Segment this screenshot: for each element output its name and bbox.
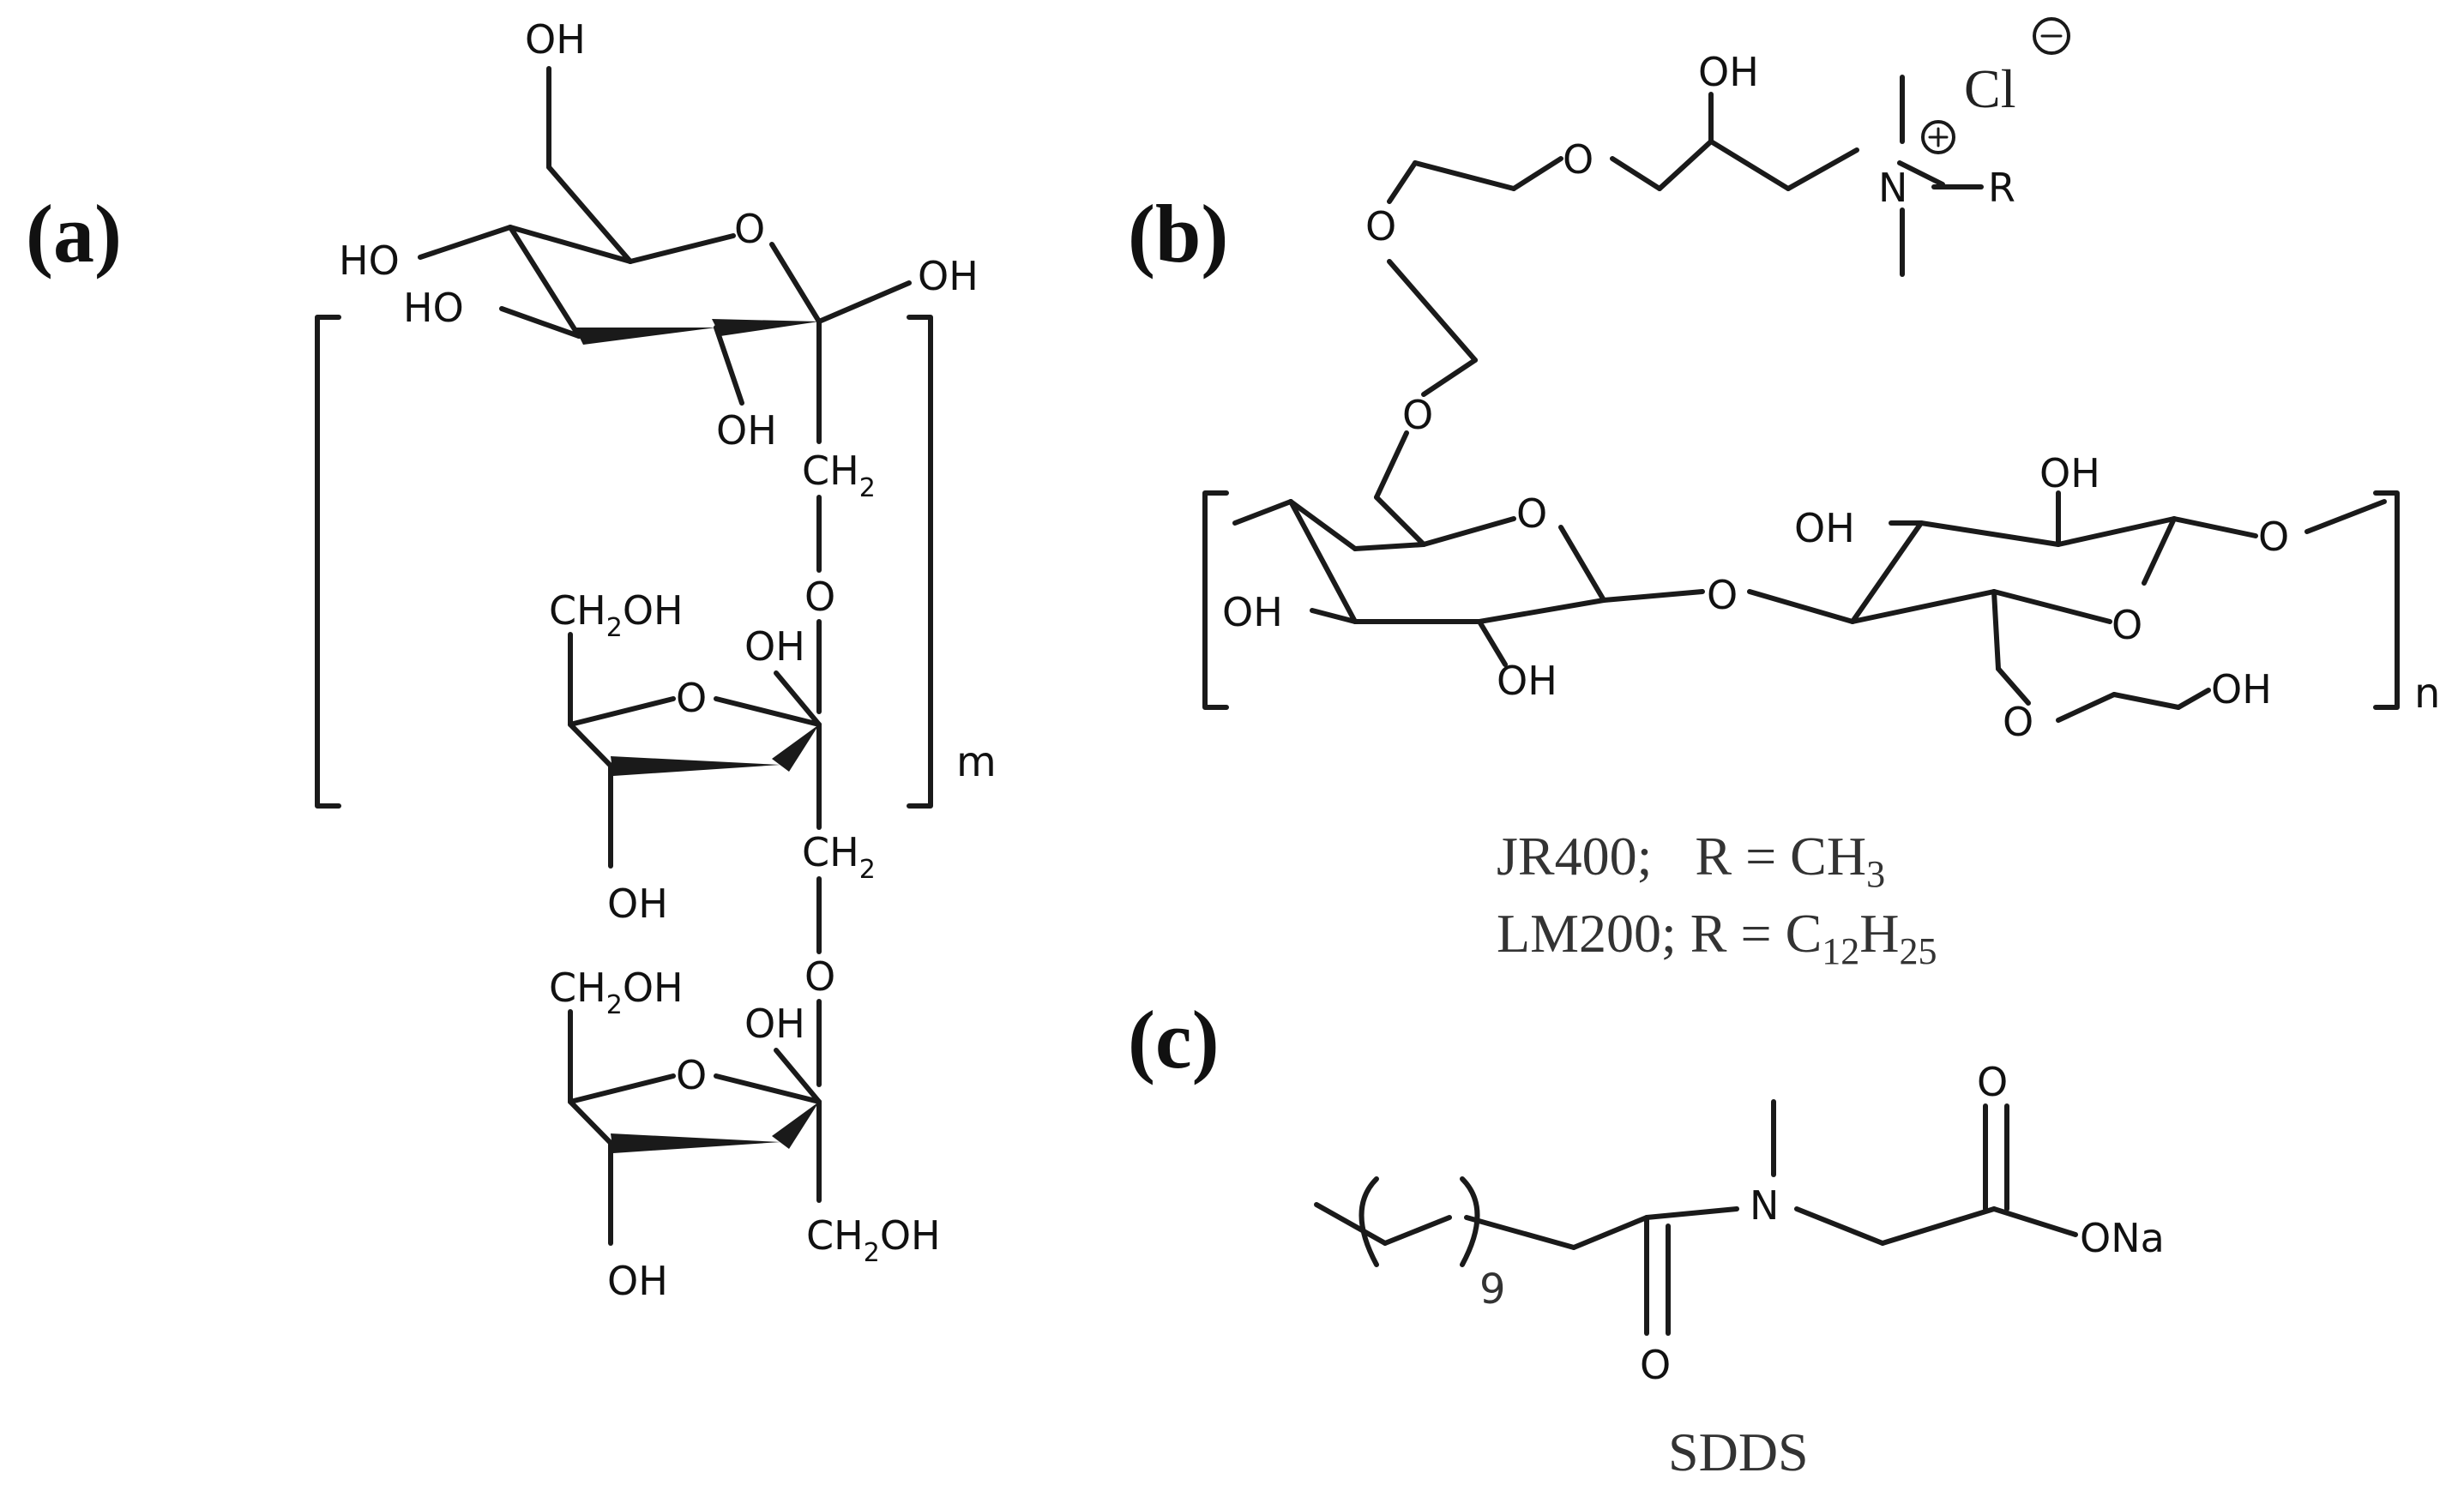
atom-oh: OH	[2039, 450, 2100, 496]
atom-oh: OH	[607, 881, 668, 927]
atom-oh: OH	[2211, 666, 2272, 712]
glucose-ring-b1	[1232, 495, 1705, 667]
caption-sdds: SDDS	[1668, 1422, 1809, 1482]
atom-ho: HO	[339, 237, 400, 284]
fructose-ring-2	[568, 1009, 822, 1246]
atom-ch2oh: CH2OH	[806, 1212, 941, 1268]
atom-ether-o: O	[2003, 699, 2033, 745]
caption-lm200: LM200;R = C12H25	[1497, 903, 1937, 972]
panel-b-label: (b)	[1128, 188, 1228, 280]
atom-r: R	[1988, 165, 2015, 211]
atom-carbonyl-o: O	[1977, 1059, 2008, 1105]
atom-oh: OH	[716, 407, 777, 454]
repeat-bracket-b	[1202, 490, 2400, 710]
atom-oh: OH	[1698, 49, 1759, 95]
positive-charge	[1921, 120, 1955, 154]
atom-oh: OH	[1222, 589, 1283, 635]
glucose-ring-b2	[1747, 490, 2387, 723]
atom-ch2: CH2	[802, 829, 876, 885]
repeat-index-n: n	[2414, 670, 2440, 718]
atom-ether-o: O	[1563, 136, 1593, 183]
atom-oh: OH	[744, 1001, 805, 1047]
atom-bridge-o: O	[804, 574, 835, 620]
atom-glycosidic-o: O	[1707, 572, 1738, 618]
caption-jr400: JR400;R = CH3	[1497, 826, 1885, 895]
atom-n: N	[1750, 1182, 1779, 1229]
atom-ring-o: O	[676, 1052, 707, 1098]
panel-c-label: (c)	[1128, 994, 1220, 1085]
repeat-index-9: 9	[1479, 1266, 1506, 1314]
atom-ch2oh: CH2OH	[549, 965, 684, 1020]
atom-ho: HO	[403, 285, 464, 331]
cationic-side-chain	[1374, 75, 1984, 500]
repeat-index-m: m	[956, 738, 997, 786]
atom-ring-o: O	[676, 675, 707, 721]
atom-ether-o: O	[1402, 392, 1433, 438]
atom-oh: OH	[1497, 658, 1557, 704]
panel-a-label: (a)	[26, 188, 122, 280]
atom-ring-o: O	[1516, 490, 1547, 537]
atom-ether-o: O	[1365, 203, 1396, 249]
atom-carbonyl-o: O	[1640, 1342, 1671, 1388]
atom-ring-o: O	[2112, 602, 2142, 648]
atom-oh: OH	[607, 1258, 668, 1304]
atom-ch2: CH2	[802, 448, 876, 503]
atom-oh: OH	[744, 623, 805, 670]
atom-n-plus: N	[1878, 165, 1907, 211]
atom-oh: OH	[1794, 505, 1855, 551]
glucose-ring-a	[418, 66, 912, 444]
atom-cl: Cl	[1964, 58, 2015, 119]
atom-glycosidic-o: O	[2258, 514, 2289, 560]
atom-ch2oh: CH2OH	[549, 587, 684, 643]
atom-oh: OH	[918, 253, 979, 299]
fructose-ring-1	[568, 632, 822, 869]
atom-ring-o: O	[734, 206, 765, 252]
repeat-bracket-a	[315, 315, 933, 809]
atom-bridge-o: O	[804, 953, 835, 1000]
atom-oh: OH	[525, 16, 586, 63]
sdds-skeleton	[1314, 1099, 2078, 1336]
negative-charge	[2033, 17, 2070, 55]
atom-ona: ONa	[2080, 1215, 2165, 1261]
